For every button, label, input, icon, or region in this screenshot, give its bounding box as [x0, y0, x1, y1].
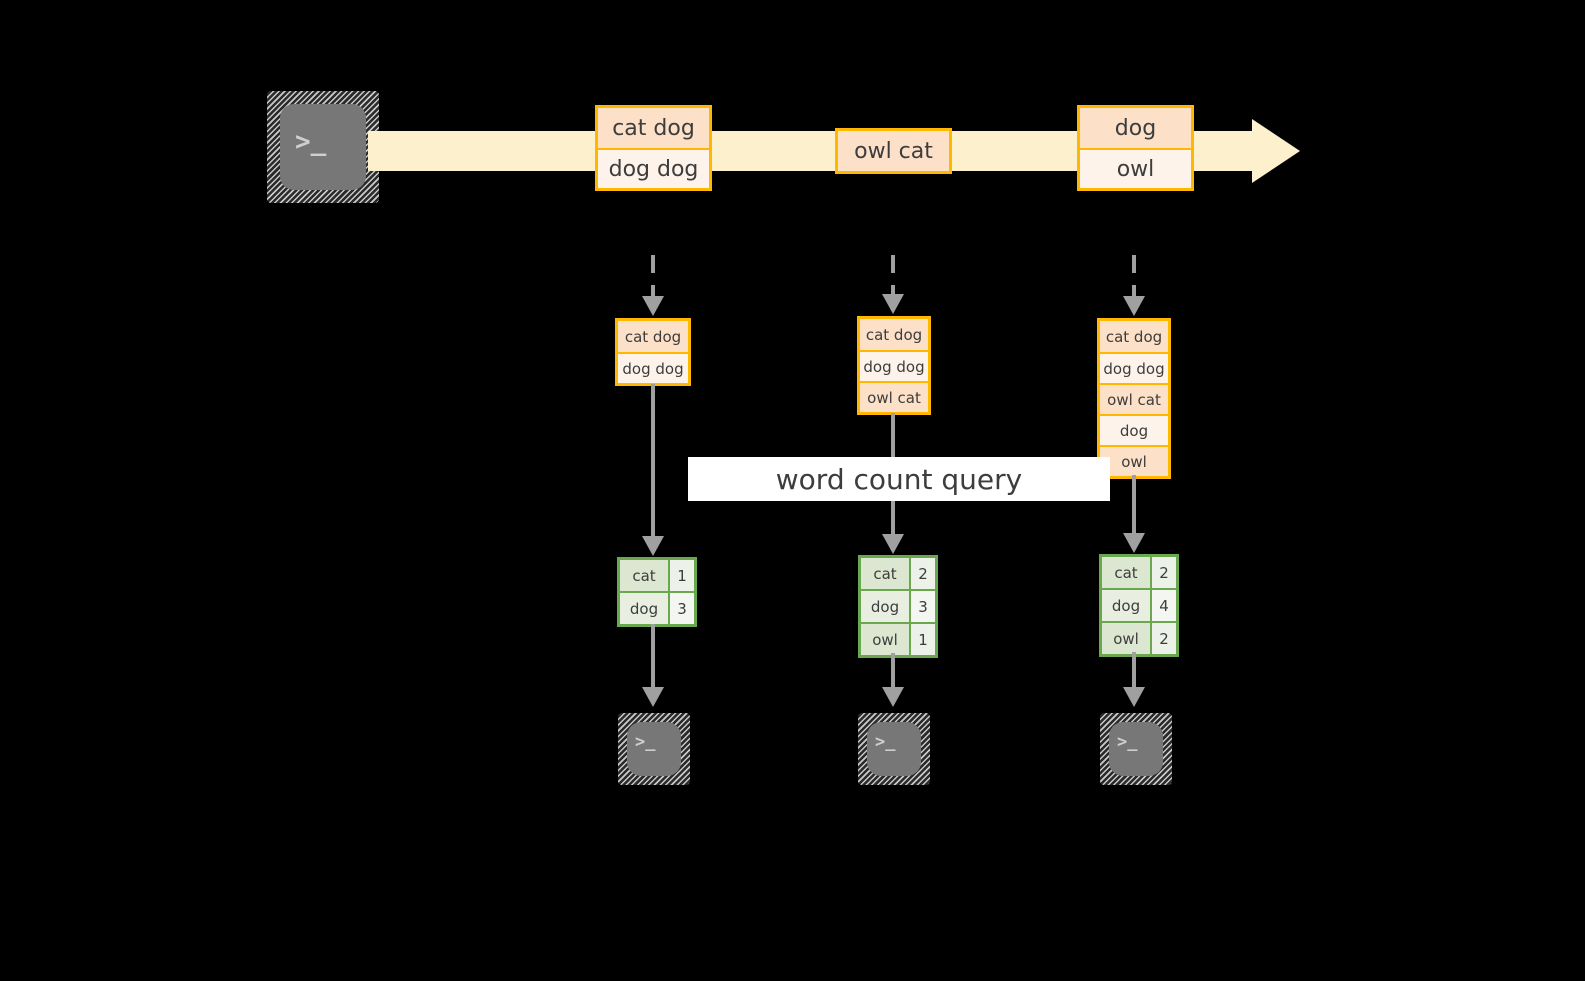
result-table-snapshot-1[interactable]: cat 1 dog 3	[617, 557, 697, 627]
state-row: owl cat	[1100, 383, 1168, 414]
result-count: 2	[909, 558, 935, 589]
terminal-prompt-glyph: >_	[1117, 732, 1138, 752]
connector-arrowhead-icon	[642, 687, 664, 707]
terminal-body	[1109, 722, 1163, 776]
connector-arrowhead-icon	[1123, 533, 1145, 553]
table-row: owl 1	[861, 622, 935, 655]
table-row: dog 3	[620, 591, 694, 624]
event-line: dog dog	[598, 148, 709, 188]
state-row: dog dog	[860, 350, 928, 381]
consumer-terminal-icon-1: >_	[618, 713, 690, 785]
query-label-text: word count query	[775, 462, 1023, 496]
terminal-body	[867, 722, 921, 776]
terminal-prompt-glyph: >_	[875, 732, 896, 752]
result-to-consumer-connector	[1132, 652, 1136, 695]
table-row: owl 2	[1102, 621, 1176, 654]
result-word: owl	[861, 624, 909, 655]
table-row: cat 2	[861, 558, 935, 589]
stream-arrowhead-icon	[1252, 119, 1300, 183]
result-to-consumer-connector	[651, 624, 655, 694]
connector-arrowhead-icon	[642, 536, 664, 556]
state-box-snapshot-3[interactable]: cat dog dog dog owl cat dog owl	[1097, 318, 1171, 479]
producer-terminal-icon: >_	[267, 91, 379, 203]
stream-to-state-dashed-connector	[891, 255, 895, 298]
result-count: 1	[668, 560, 694, 591]
result-table-snapshot-3[interactable]: cat 2 dog 4 owl 2	[1099, 554, 1179, 657]
terminal-prompt-glyph: >_	[635, 732, 656, 752]
stream-to-state-dashed-connector	[651, 255, 655, 300]
stream-event-group-2[interactable]: owl cat	[835, 128, 952, 174]
event-line: owl	[1080, 148, 1191, 188]
state-row: dog dog	[1100, 352, 1168, 383]
stream-event-group-1[interactable]: cat dog dog dog	[595, 105, 712, 191]
terminal-body	[627, 722, 681, 776]
connector-arrowhead-icon	[882, 687, 904, 707]
consumer-terminal-icon-2: >_	[858, 713, 930, 785]
state-row: dog dog	[618, 352, 688, 383]
state-row: owl	[1100, 445, 1168, 476]
consumer-terminal-icon-3: >_	[1100, 713, 1172, 785]
event-line: owl cat	[838, 131, 949, 171]
state-row: cat dog	[618, 321, 688, 352]
query-label: word count query	[688, 457, 1110, 501]
result-to-consumer-connector	[891, 653, 895, 695]
stream-event-group-3[interactable]: dog owl	[1077, 105, 1194, 191]
result-word: cat	[1102, 557, 1150, 588]
stream-to-state-dashed-connector	[1132, 255, 1136, 300]
result-count: 4	[1150, 590, 1176, 621]
state-row: dog	[1100, 414, 1168, 445]
state-box-snapshot-2[interactable]: cat dog dog dog owl cat	[857, 316, 931, 415]
event-line: cat dog	[598, 108, 709, 148]
connector-arrowhead-icon	[642, 296, 664, 316]
result-word: owl	[1102, 623, 1150, 654]
connector-arrowhead-icon	[1123, 687, 1145, 707]
table-row: cat 2	[1102, 557, 1176, 588]
result-word: cat	[861, 558, 909, 589]
result-count: 3	[668, 593, 694, 624]
result-count: 2	[1150, 557, 1176, 588]
state-row: cat dog	[860, 319, 928, 350]
connector-arrowhead-icon	[1123, 296, 1145, 316]
terminal-body	[280, 104, 366, 190]
connector-arrowhead-icon	[882, 294, 904, 314]
state-to-result-connector	[651, 384, 655, 549]
result-word: dog	[861, 591, 909, 622]
terminal-prompt-glyph: >_	[295, 127, 327, 157]
state-to-result-connector	[1132, 475, 1136, 545]
result-word: cat	[620, 560, 668, 591]
connector-arrowhead-icon	[882, 534, 904, 554]
result-word: dog	[1102, 590, 1150, 621]
table-row: dog 3	[861, 589, 935, 622]
state-row: cat dog	[1100, 321, 1168, 352]
event-line: dog	[1080, 108, 1191, 148]
state-row: owl cat	[860, 381, 928, 412]
result-table-snapshot-2[interactable]: cat 2 dog 3 owl 1	[858, 555, 938, 658]
result-count: 2	[1150, 623, 1176, 654]
state-box-snapshot-1[interactable]: cat dog dog dog	[615, 318, 691, 386]
result-count: 1	[909, 624, 935, 655]
table-row: cat 1	[620, 560, 694, 591]
table-row: dog 4	[1102, 588, 1176, 621]
result-count: 3	[909, 591, 935, 622]
result-word: dog	[620, 593, 668, 624]
